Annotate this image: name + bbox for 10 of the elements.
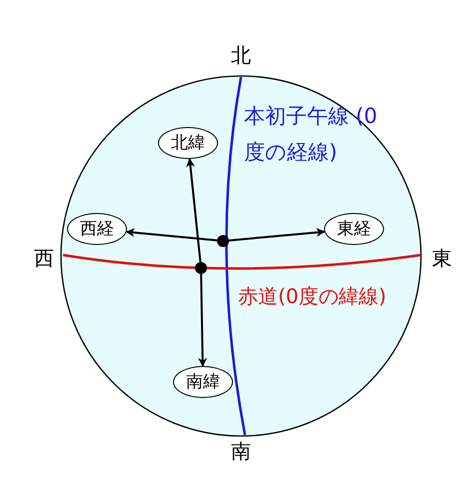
- arrow: [126, 228, 218, 242]
- arrow: [186, 158, 202, 262]
- direction-label: 北: [231, 42, 251, 69]
- arrow: [228, 228, 326, 242]
- equator-label: 赤道(0度の緯線): [238, 283, 388, 310]
- direction-label: 南: [231, 438, 251, 465]
- arrow: [198, 274, 208, 367]
- direction-label: 東: [431, 245, 453, 272]
- meridian-label: 本初子午線 (0度の経線): [244, 103, 378, 166]
- direction-label: 西: [33, 245, 55, 272]
